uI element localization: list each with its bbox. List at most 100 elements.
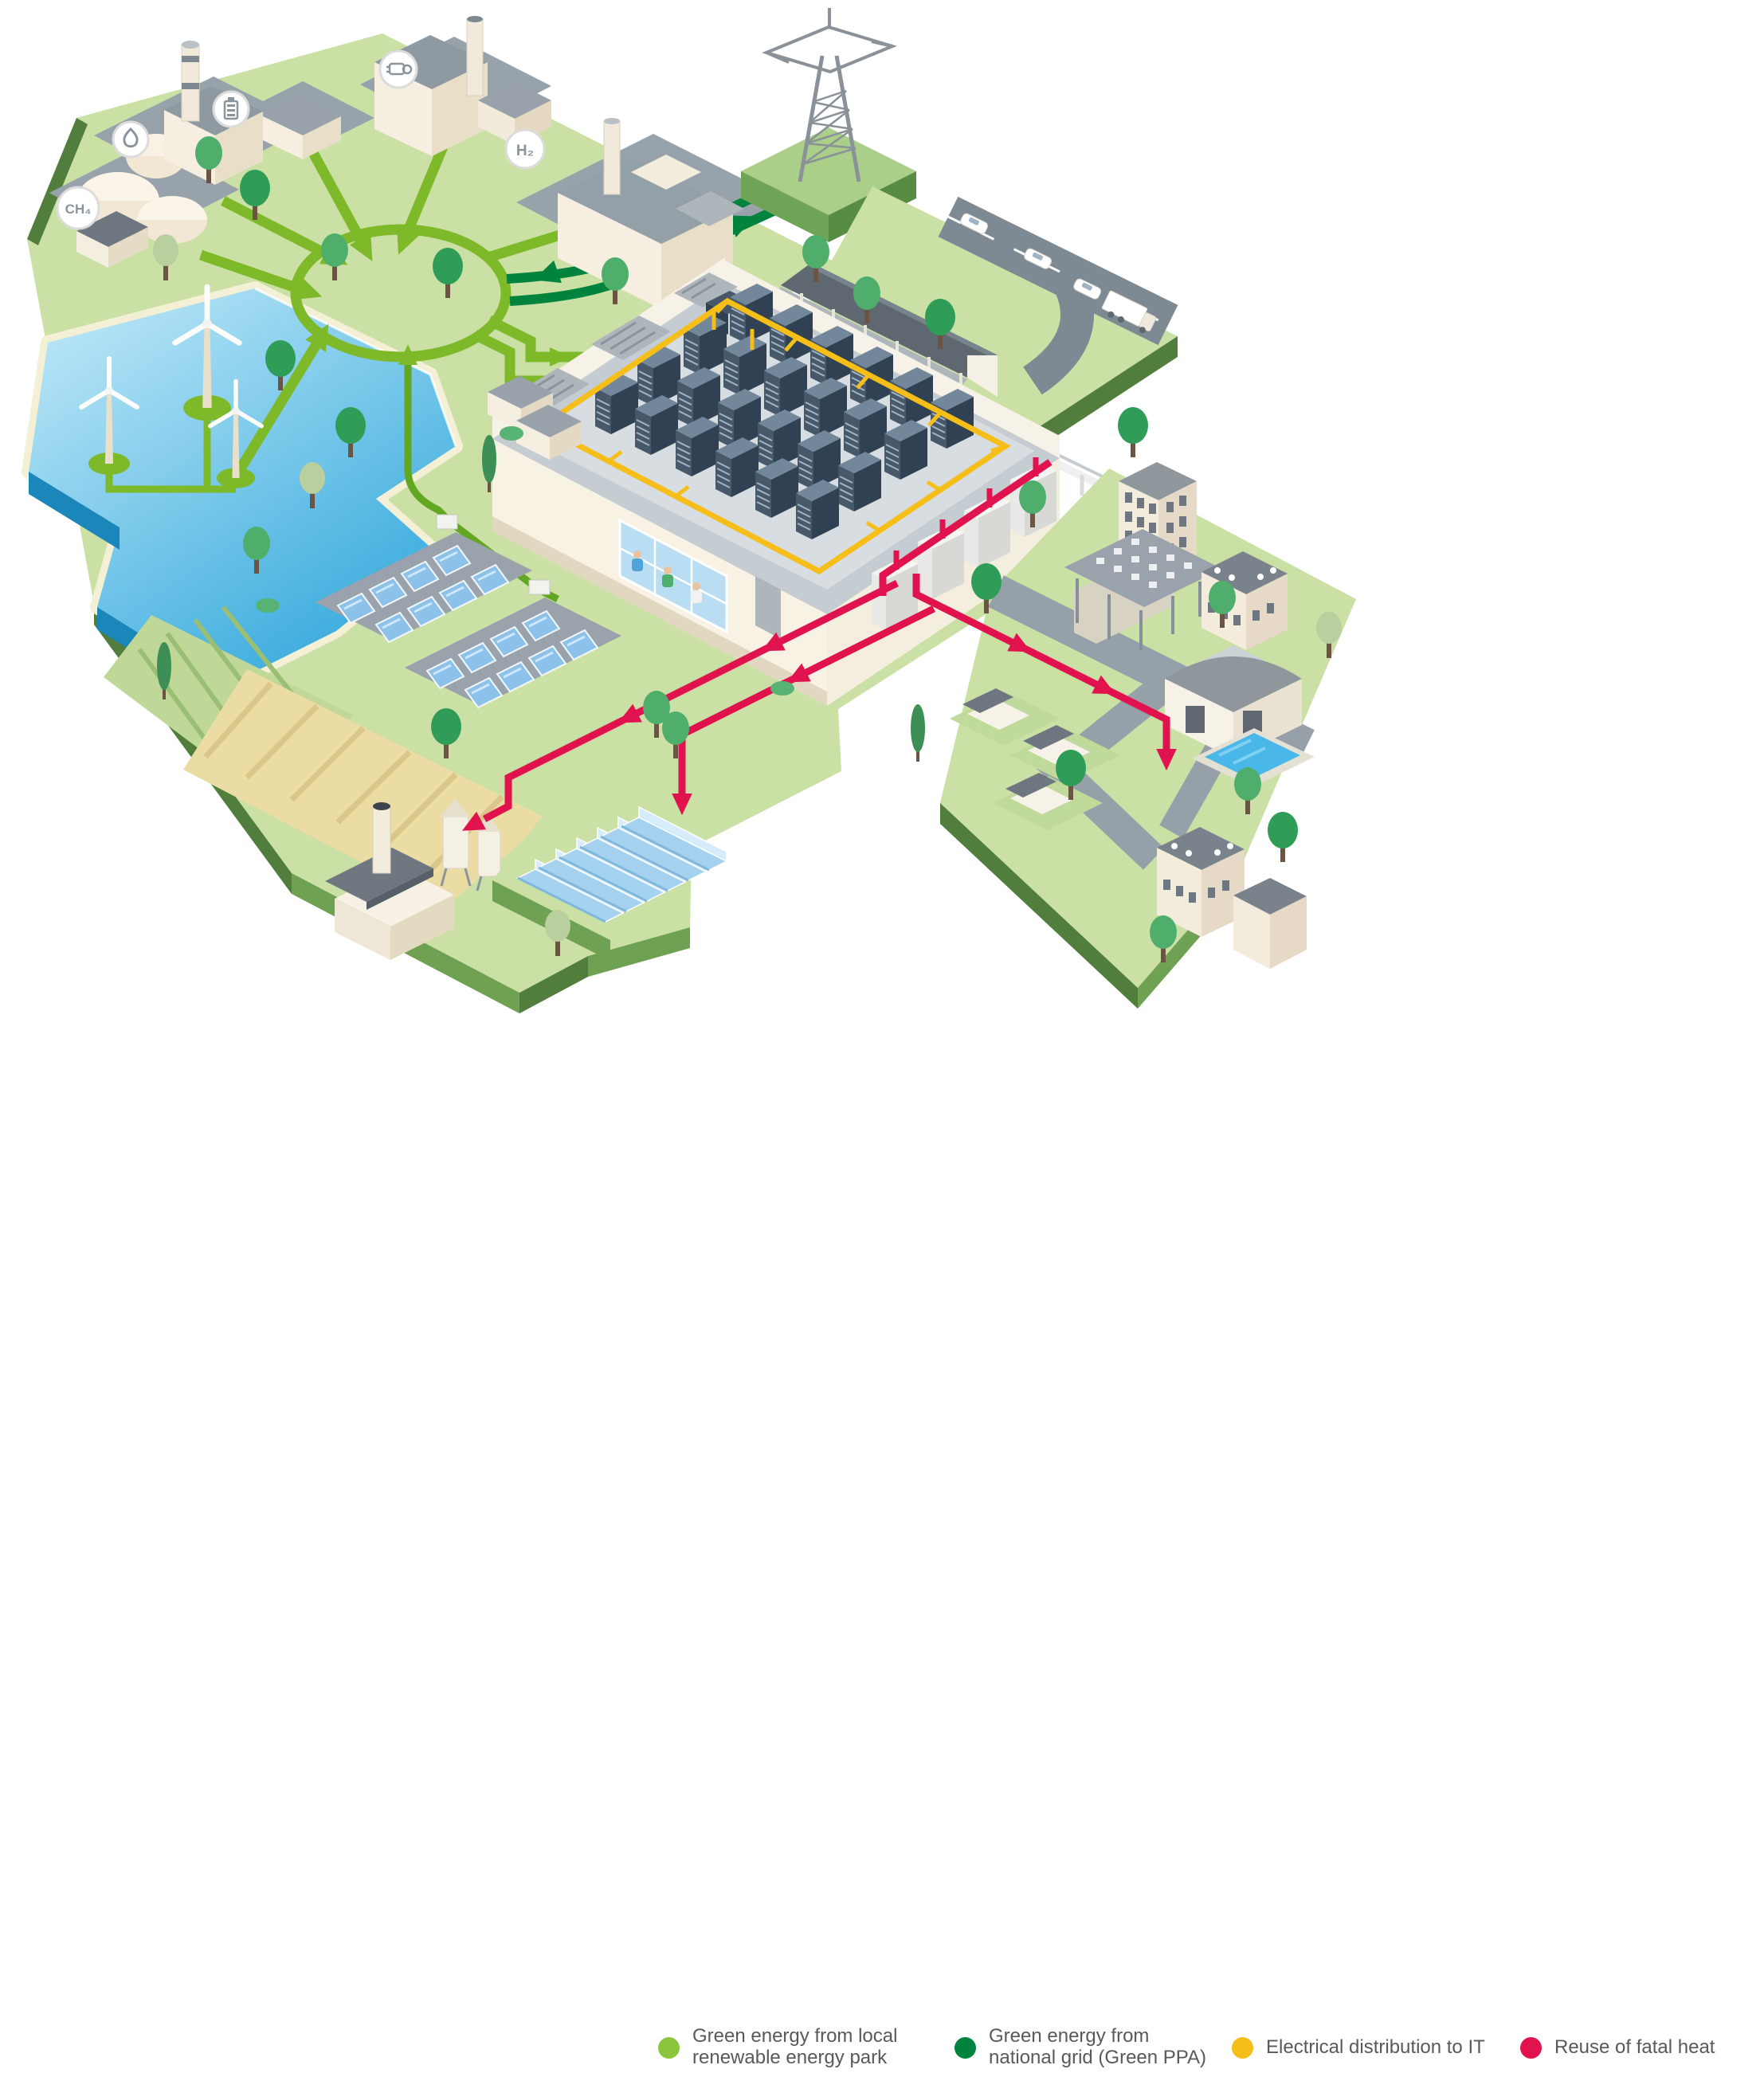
platform-l <box>741 171 829 242</box>
h2-badge: H₂ <box>504 128 546 170</box>
park-edge-left <box>27 118 88 245</box>
battery-wall-r <box>303 116 341 159</box>
solar-canopy-building <box>1064 529 1222 650</box>
legend-dot-it-distribution <box>1232 2036 1253 2059</box>
dome-1-top <box>76 172 159 201</box>
isometric-diagram: CH₄ H₂ <box>22 8 1356 1013</box>
station-ridge <box>814 265 998 359</box>
foam <box>254 287 457 447</box>
flow-chp <box>402 144 449 233</box>
operators <box>632 551 702 603</box>
legend-dot-fatal-heat <box>1520 2036 1542 2059</box>
greenhouse <box>492 750 728 961</box>
flow-biogas <box>198 249 300 294</box>
h2-label: H₂ <box>516 143 534 159</box>
legend-item-fatal-heat: Reuse of fatal heat <box>1520 2022 1715 2073</box>
flow-wind <box>231 343 320 480</box>
flow-gas-plant <box>221 196 327 258</box>
chp-annex <box>478 100 515 145</box>
silo-1 <box>442 815 469 869</box>
illustration-stage: CH₄ H₂ <box>22 8 1356 1013</box>
farm-walls <box>335 867 454 927</box>
h2-electrolyser-plant <box>558 118 744 309</box>
biogas-barn-wall <box>76 231 108 268</box>
legend-label-national-grid: Green energy from national grid (Green P… <box>989 2025 1207 2069</box>
pylon-arm <box>762 25 897 74</box>
it-distribution-busbar <box>536 297 1011 575</box>
heat-drops <box>893 457 1039 570</box>
fatal-heat-network <box>482 457 1170 822</box>
solar-inverters <box>436 514 551 595</box>
legend-item-national-grid: Green energy from national grid (Green P… <box>955 2022 1206 2073</box>
legend-item-local-renewable: Green energy from local renewable energy… <box>658 2022 897 2073</box>
truck <box>1101 290 1157 334</box>
legend-dot-national-grid <box>955 2036 976 2059</box>
chimney-band1 <box>182 56 199 62</box>
station-roof <box>781 263 998 378</box>
silo-legs <box>440 868 503 892</box>
h2-roof <box>558 158 733 244</box>
farm-chimney <box>372 805 391 874</box>
chimney-top <box>373 802 390 810</box>
biogas-plant <box>76 172 207 268</box>
land-edge-front-dark <box>519 956 588 1013</box>
heat-to-city <box>912 574 1170 753</box>
h2-chimney-cap <box>604 118 620 124</box>
legend-line: national grid (Green PPA) <box>989 2047 1207 2068</box>
greenhouse-bases <box>517 825 710 923</box>
transmission-pylon <box>762 8 897 182</box>
farm-roof-edge <box>367 868 433 910</box>
h2-wall-l <box>558 193 661 309</box>
station-endwall <box>967 355 998 397</box>
silos <box>440 798 503 892</box>
ch4-badge: CH₄ <box>56 186 100 230</box>
chp-chimney-cap <box>467 16 483 22</box>
city-edge-l <box>940 803 1138 1009</box>
silo-2 <box>477 829 501 877</box>
h2-roofbox <box>631 155 701 190</box>
flow-h2 <box>489 229 564 262</box>
h2-wall-r <box>661 209 733 309</box>
villa-with-pool <box>1165 645 1315 787</box>
solar-farm <box>316 514 621 709</box>
dome-2-top <box>137 196 207 220</box>
chp-chimney <box>466 18 484 96</box>
legend: Green energy from local renewable energy… <box>0 1005 1764 2068</box>
substation <box>488 376 582 460</box>
legend-line: renewable energy park <box>692 2047 888 2068</box>
battery-wall-l <box>263 116 303 159</box>
biogas-barn-wall2 <box>108 227 148 268</box>
chp-roof <box>374 35 488 89</box>
control-room <box>618 518 728 634</box>
farm-wall-l <box>335 899 390 960</box>
farm-wall-r <box>390 895 454 960</box>
battery-icon <box>223 97 239 120</box>
legend-dot-local-renewable <box>658 2036 680 2059</box>
tan-rows <box>203 681 504 872</box>
legend-line: Green energy from <box>989 2025 1150 2048</box>
engine-icon <box>386 62 413 76</box>
silo-1-cap <box>440 798 470 817</box>
h2-chimney <box>603 120 621 195</box>
road-loop <box>1022 265 1094 395</box>
flame-icon <box>123 127 139 148</box>
h2-tank <box>676 191 744 226</box>
flame-badge <box>112 120 150 159</box>
heat-to-farm <box>482 579 900 822</box>
farm-building <box>325 798 503 960</box>
swimming-pool <box>1205 733 1300 779</box>
chp-badge <box>378 49 418 89</box>
battery-storage-building <box>263 97 341 159</box>
facility-badges: CH₄ H₂ <box>56 49 546 230</box>
lane-dashes <box>947 215 1169 327</box>
plant-wall-r <box>215 112 263 185</box>
land-edge <box>588 927 690 977</box>
battery-badge <box>212 90 250 128</box>
mansard-block-south <box>1157 827 1307 969</box>
city-district <box>940 462 1356 1009</box>
inverter-2 <box>528 579 551 595</box>
battery-roof <box>263 97 341 135</box>
legend-line: Green energy from local <box>692 2025 898 2048</box>
legend-item-it-distribution: Electrical distribution to IT <box>1232 2022 1485 2073</box>
chimney-band2 <box>182 83 199 89</box>
